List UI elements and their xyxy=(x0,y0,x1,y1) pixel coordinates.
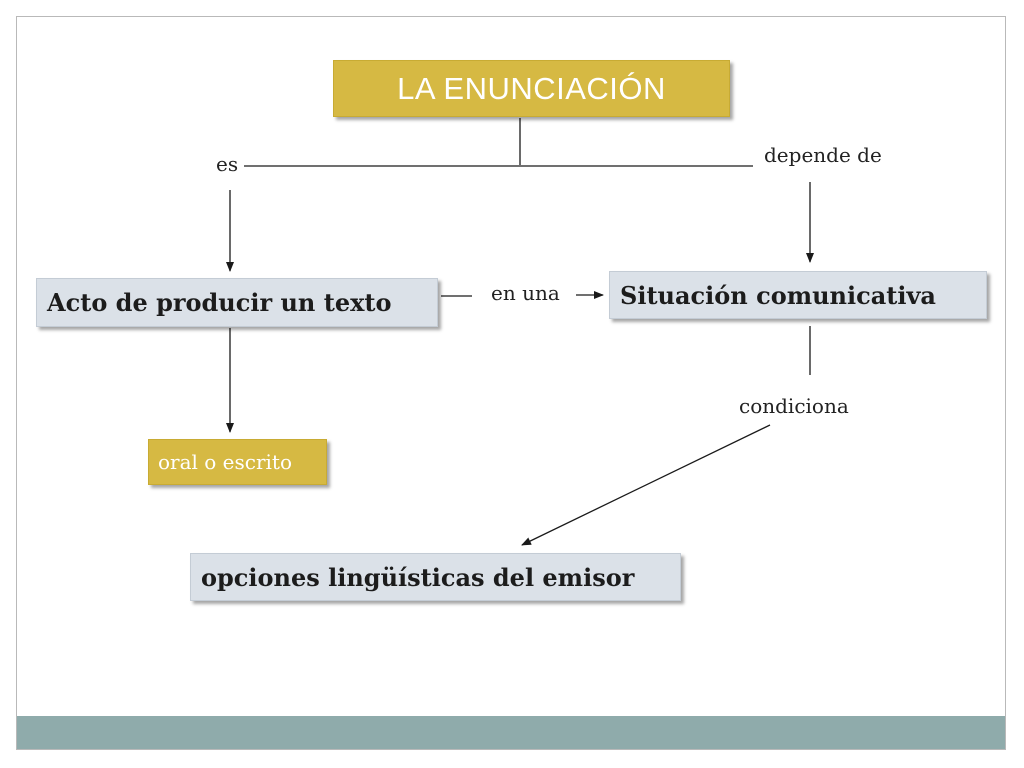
title-node: LA ENUNCIACIÓN xyxy=(333,60,730,117)
slide-frame xyxy=(16,16,1006,750)
edge-label-es: es xyxy=(216,152,239,176)
arrow-condiciona-to-opciones xyxy=(521,424,771,546)
title-text: LA ENUNCIACIÓN xyxy=(397,70,666,106)
node-oral-label: oral o escrito xyxy=(158,450,293,474)
node-acto-label: Acto de producir un texto xyxy=(47,288,392,317)
node-opciones-label: opciones lingüísticas del emisor xyxy=(201,562,635,592)
node-situacion-label: Situación comunicativa xyxy=(620,280,936,310)
node-situacion: Situación comunicativa xyxy=(609,271,987,319)
edge-label-condiciona: condiciona xyxy=(739,394,849,418)
node-oral: oral o escrito xyxy=(148,439,327,485)
edge-label-depende-de: depende de xyxy=(764,143,882,167)
node-acto: Acto de producir un texto xyxy=(36,278,438,327)
footer-band xyxy=(17,716,1005,749)
node-opciones: opciones lingüísticas del emisor xyxy=(190,553,681,601)
edge-label-en-una: en una xyxy=(491,281,560,305)
